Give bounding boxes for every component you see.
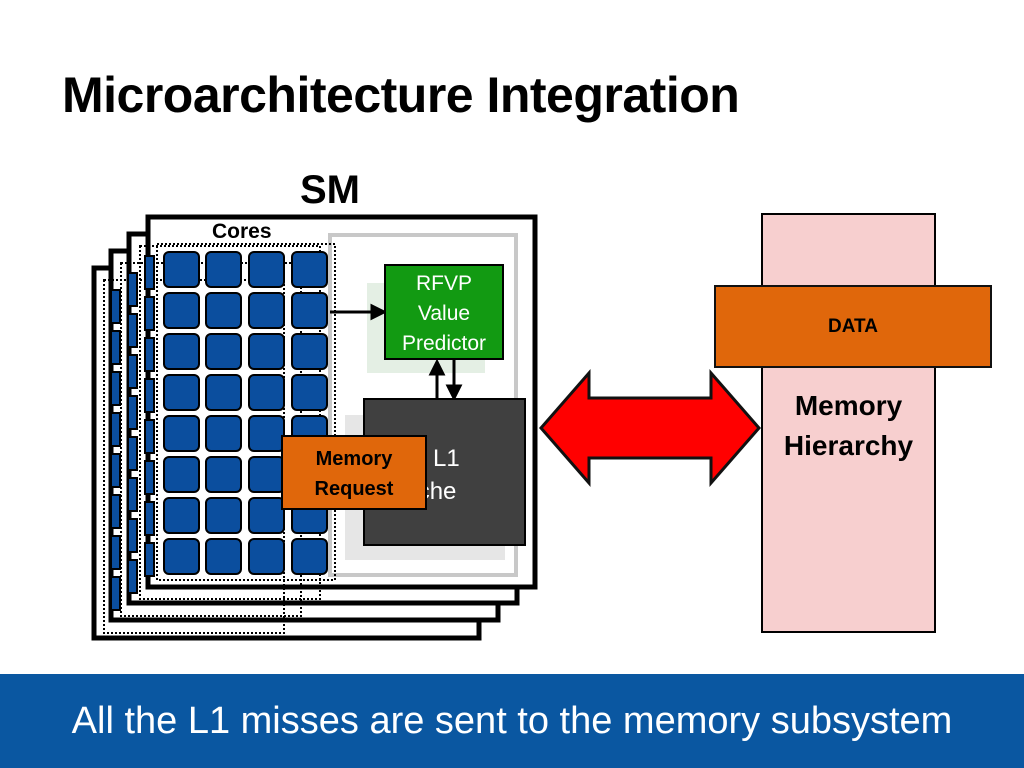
core-stripe	[110, 535, 121, 570]
core-stripe	[144, 296, 155, 331]
core-cell	[291, 333, 328, 370]
core-stripe	[127, 559, 138, 594]
core-stripe	[144, 419, 155, 454]
core-cell	[291, 251, 328, 288]
core-stripe	[110, 330, 121, 365]
core-cell	[248, 456, 285, 493]
core-cell	[248, 415, 285, 452]
predictor-l1-arrows	[428, 358, 463, 402]
core-cell	[163, 497, 200, 534]
memory-request-line-1: Memory	[315, 448, 393, 470]
core-cell	[205, 333, 242, 370]
memory-hierarchy-column	[761, 213, 936, 633]
core-stripe	[110, 453, 121, 488]
core-stripe	[110, 576, 121, 611]
core-cell	[163, 292, 200, 329]
cores-label: Cores	[212, 220, 272, 243]
core-cell	[205, 251, 242, 288]
bidirectional-arrow	[539, 369, 761, 487]
memory-request-line-2: Request	[314, 478, 394, 500]
core-cell	[163, 456, 200, 493]
rfvp-value-predictor: RFVP Value Predictor	[384, 264, 504, 360]
core-stripe	[144, 501, 155, 536]
core-stripe	[127, 272, 138, 307]
core-cell	[248, 374, 285, 411]
core-cell	[205, 497, 242, 534]
core-stripes	[110, 255, 155, 611]
core-cell	[205, 538, 242, 575]
memory-hierarchy-line-1: Memory	[794, 390, 903, 421]
core-stripe	[127, 436, 138, 471]
predictor-line-3: Predictor	[401, 332, 487, 355]
core-cell	[248, 333, 285, 370]
core-cell	[205, 374, 242, 411]
core-cell	[291, 374, 328, 411]
memory-request-box: Memory Request	[281, 435, 427, 510]
core-stripe	[127, 313, 138, 348]
core-stripe	[144, 337, 155, 372]
core-cell	[291, 292, 328, 329]
predictor-line-1: RFVP	[415, 272, 472, 295]
core-cell	[163, 251, 200, 288]
memory-hierarchy-line-2: Hierarchy	[783, 430, 914, 461]
data-block: DATA	[714, 285, 992, 368]
core-cell	[248, 497, 285, 534]
core-stripe	[110, 494, 121, 529]
core-cell	[291, 538, 328, 575]
core-stripe	[127, 354, 138, 389]
core-grid	[163, 251, 328, 575]
core-cell	[163, 333, 200, 370]
core-cell	[163, 374, 200, 411]
core-stripe	[144, 255, 155, 290]
core-cell	[248, 251, 285, 288]
core-cell	[205, 456, 242, 493]
core-stripe	[127, 395, 138, 430]
core-stripe	[127, 477, 138, 512]
core-stripe	[110, 412, 121, 447]
core-to-predictor-arrows	[330, 303, 388, 321]
core-stripe	[110, 371, 121, 406]
core-stripe	[144, 542, 155, 577]
core-stripe	[144, 378, 155, 413]
core-cell	[248, 292, 285, 329]
core-stripe	[144, 460, 155, 495]
slide-title: Microarchitecture Integration	[62, 67, 740, 123]
l1-line-1: L1	[433, 445, 460, 472]
core-stripe	[127, 518, 138, 553]
footer-text: All the L1 misses are sent to the memory…	[71, 699, 953, 742]
memory-hierarchy-label: Memory Hierarchy	[761, 386, 936, 466]
core-cell	[163, 415, 200, 452]
core-stripe	[110, 289, 121, 324]
core-cell	[205, 292, 242, 329]
core-cell	[248, 538, 285, 575]
predictor-line-2: Value	[417, 302, 471, 325]
sm-label: SM	[300, 168, 360, 212]
core-cell	[205, 415, 242, 452]
footer-banner: All the L1 misses are sent to the memory…	[0, 674, 1024, 768]
core-cell	[163, 538, 200, 575]
